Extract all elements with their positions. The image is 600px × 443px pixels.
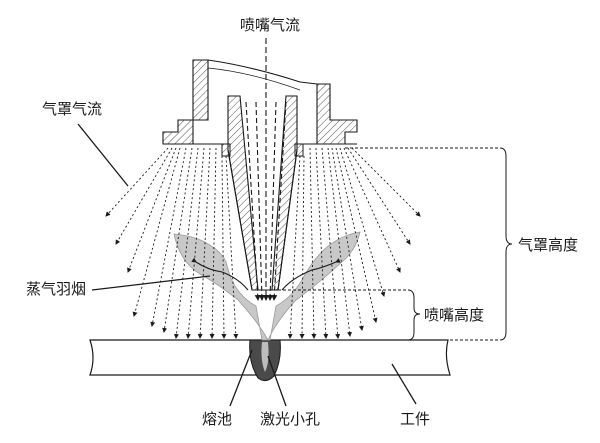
label-workpiece: 工件 bbox=[400, 410, 430, 428]
label-vapor-plume: 蒸气羽烟 bbox=[26, 280, 86, 298]
nozzle-gas-flow bbox=[245, 38, 287, 301]
dimension-brackets bbox=[278, 147, 513, 341]
label-melt-pool: 熔池 bbox=[202, 410, 232, 428]
label-shroud-height: 气罩高度 bbox=[518, 236, 578, 254]
label-nozzle-gas-flow: 喷嘴气流 bbox=[240, 16, 300, 34]
nozzle-assembly bbox=[162, 59, 358, 291]
shroud-gas-flow bbox=[105, 147, 421, 339]
label-nozzle-height: 喷嘴高度 bbox=[424, 306, 484, 324]
vapor-plume bbox=[173, 231, 361, 341]
label-shroud-gas-flow: 气罩气流 bbox=[42, 100, 102, 118]
leader-lines bbox=[77, 123, 417, 407]
label-keyhole: 激光小孔 bbox=[260, 410, 320, 428]
